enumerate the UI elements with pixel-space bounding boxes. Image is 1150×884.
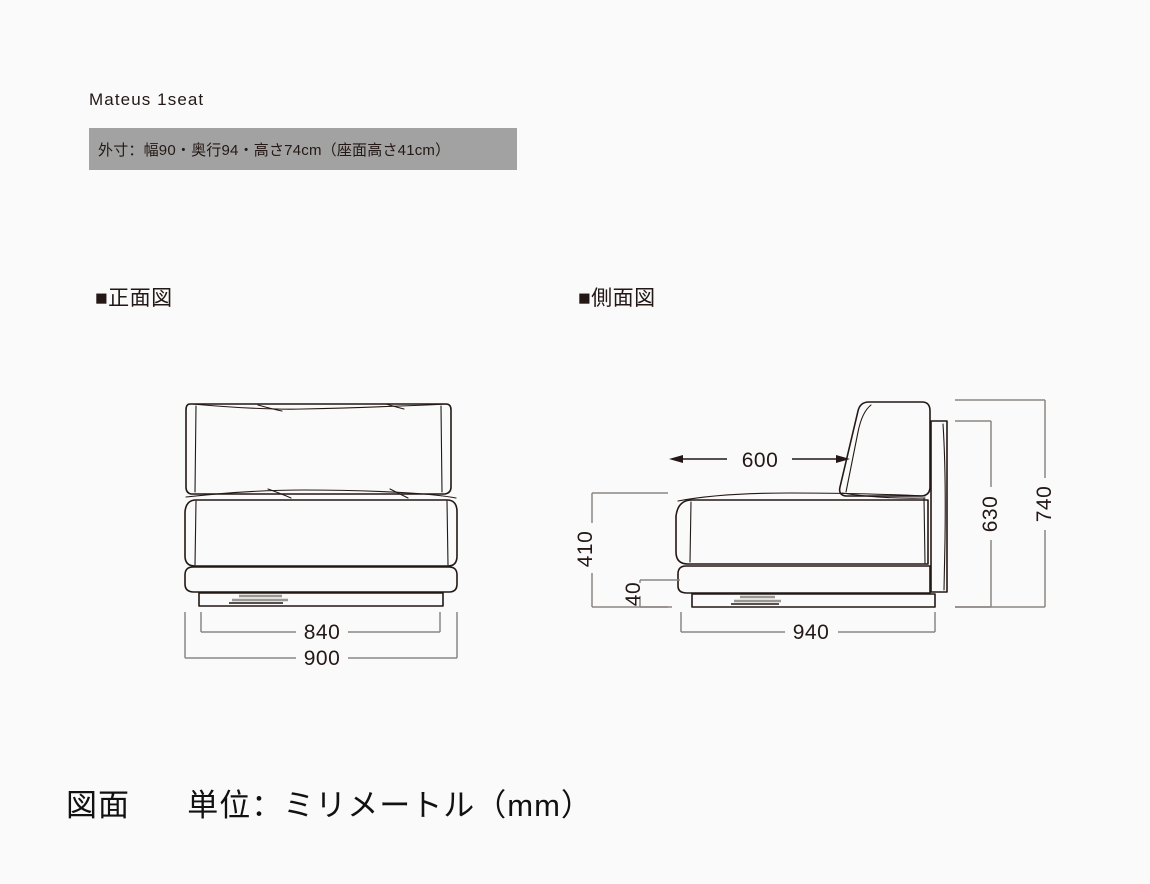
spec-bar-text: 外寸：幅90・奥行94・高さ74cm（座面高さ41cm） [98,141,451,159]
side-backrest-bottom-seam [841,492,926,499]
page-title: Mateus 1seat [89,90,205,109]
front-seat-crease-right [389,488,409,499]
front-backrest-outline [185,403,452,495]
front-dimension-840-label: 840 [304,621,341,644]
side-seat-top-crease [677,492,926,502]
front-seat-seam-right [446,500,449,566]
side-back-panel [930,420,948,593]
front-dimension-840: 840 [200,612,441,644]
side-backrest-inner-edge [845,404,872,493]
side-dimension-40-label: 40 [622,582,645,606]
side-dimension-740: 740 [955,399,1056,608]
side-base-band [677,565,931,594]
side-plinth [691,593,936,608]
side-backrest-cushion [838,401,931,497]
front-plinth [198,592,444,607]
side-back-panel-seam [942,423,946,591]
front-seat-crease-left [267,488,292,499]
front-view-drawing: 840 900 [184,403,458,670]
side-view-heading: ■側面図 [578,287,656,310]
front-dimension-900-label: 900 [304,647,341,670]
front-seat-crease-top [185,489,457,499]
front-dimension-900: 900 [184,612,458,670]
front-backrest-seam-right [440,405,443,493]
side-dimension-600-arrow-right [836,455,850,463]
side-seat-cushion [675,499,929,565]
side-dimension-410-label: 410 [574,531,597,568]
front-seat-seam-left [194,500,197,566]
front-view-heading: ■正面図 [95,287,173,310]
side-dimension-630-label: 630 [979,496,1002,533]
front-backrest-crease-right [385,403,405,410]
front-backrest-crease-center [257,404,283,412]
side-dimension-410: 410 [574,492,668,608]
side-dimension-940-label: 940 [793,621,830,644]
front-seat-cushion-outline [184,499,458,567]
front-backrest-seam-left [194,405,197,493]
caption-units: 単位：ミリメートル（mm） [187,788,593,823]
side-dimension-40: 40 [622,579,680,608]
sheet-caption: 図面 単位：ミリメートル（mm） [66,780,593,825]
caption-label: 図面 [66,788,130,823]
front-backrest-crease-top [191,403,448,410]
side-dimension-630: 630 [955,420,1002,608]
side-seat-front-seam [689,501,692,563]
side-view-drawing: 600 410 40 [574,399,1056,644]
side-dimension-600-arrow-left [669,455,683,463]
side-seat-back-seam [923,497,926,564]
side-dimension-600: 600 [669,449,850,472]
side-dimension-940: 940 [680,612,936,644]
side-dimension-740-label: 740 [1033,486,1056,523]
side-dimension-600-label: 600 [742,449,779,472]
front-base-band [184,566,458,593]
spec-bar: 外寸：幅90・奥行94・高さ74cm（座面高さ41cm） [89,128,517,170]
